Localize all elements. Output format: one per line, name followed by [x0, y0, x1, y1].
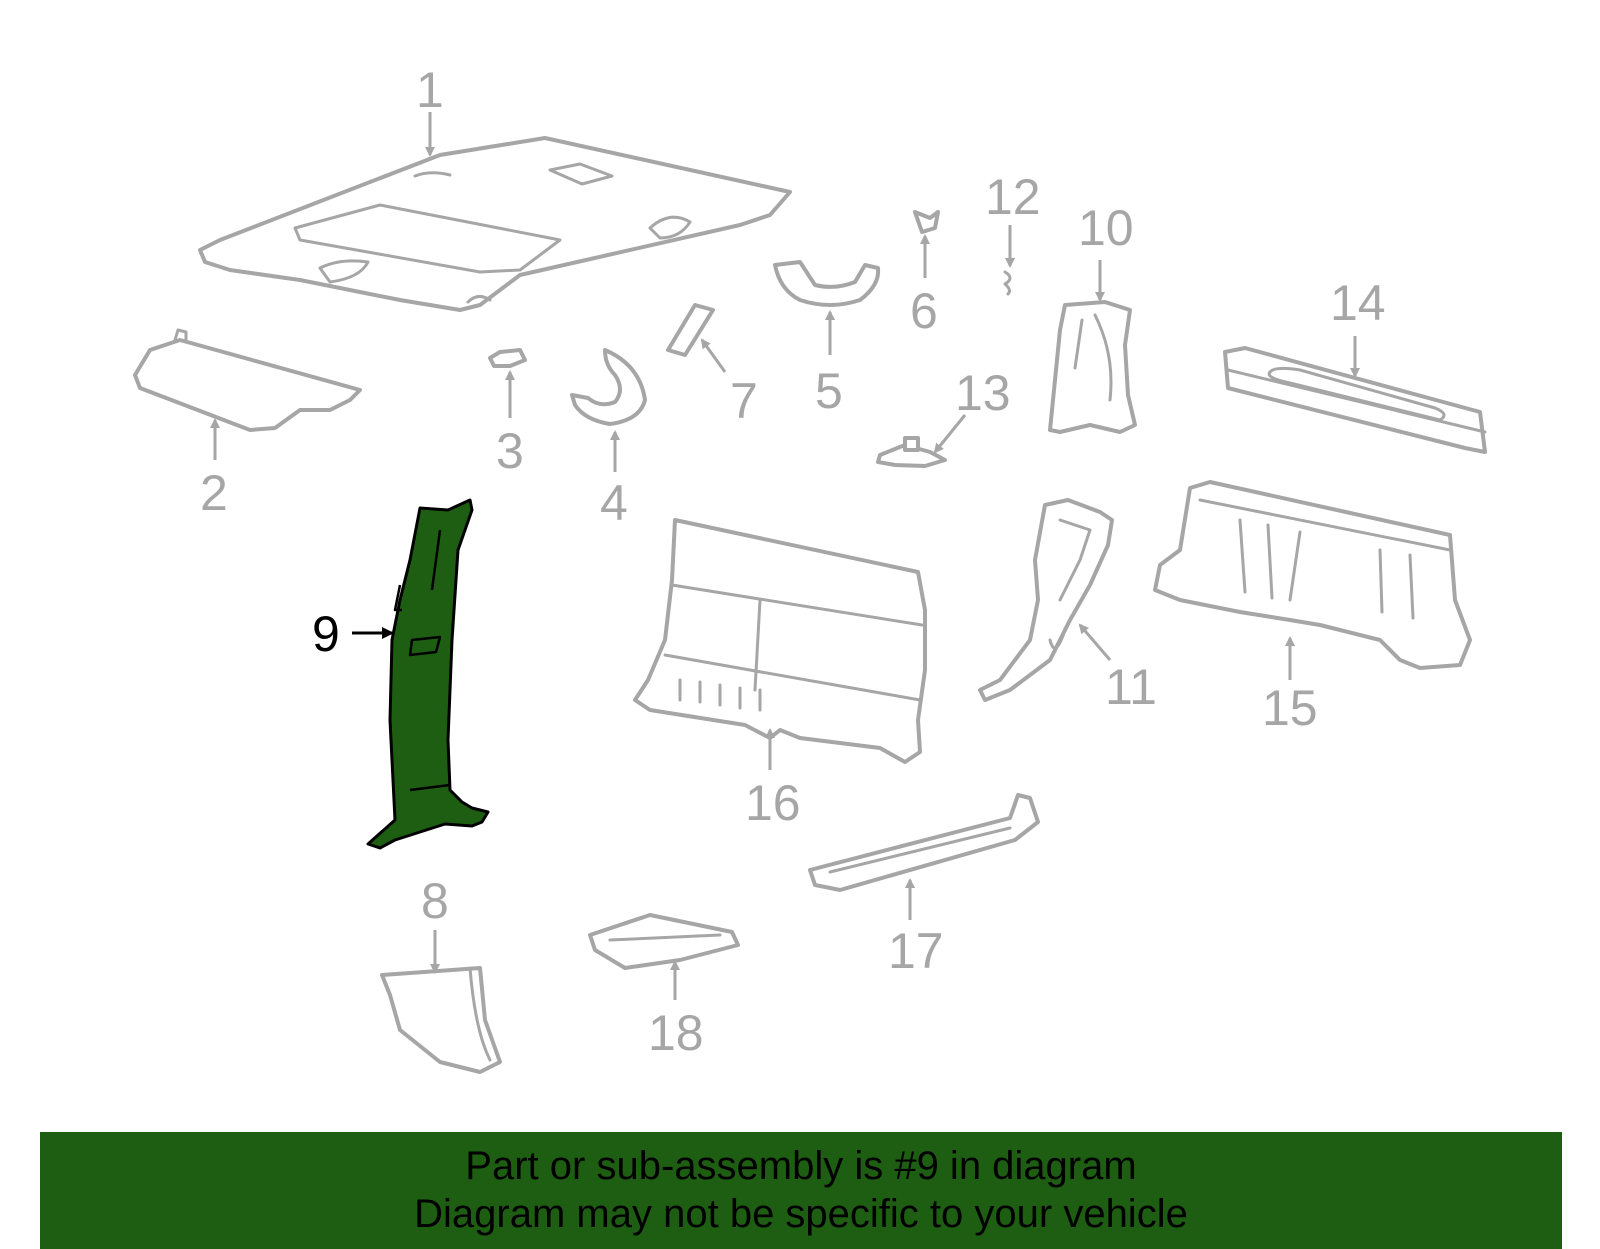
callout-8: 8	[421, 873, 449, 929]
callout-11: 11	[1105, 659, 1157, 715]
part-6-clip[interactable]	[913, 210, 940, 234]
callout-14: 14	[1330, 275, 1386, 331]
callout-9: 9	[312, 606, 340, 662]
callout-1: 1	[416, 62, 444, 118]
info-banner: Part or sub-assembly is #9 in diagram Di…	[40, 1132, 1562, 1249]
part-17-sill-molding[interactable]	[808, 793, 1040, 892]
part-16-back-panel[interactable]	[633, 518, 927, 764]
part-4-bracket[interactable]	[570, 348, 647, 426]
part-9-pillar-trim-highlighted[interactable]	[366, 498, 490, 850]
callout-13: 13	[955, 365, 1011, 421]
part-5-grab-handle[interactable]	[773, 260, 881, 307]
part-2-sun-visor[interactable]	[133, 328, 362, 432]
callout-15: 15	[1262, 680, 1318, 736]
callout-12: 12	[985, 169, 1041, 225]
banner-line-1: Part or sub-assembly is #9 in diagram	[465, 1144, 1137, 1188]
callout-2: 2	[200, 465, 228, 521]
callout-4: 4	[600, 475, 628, 531]
part-8-kick-panel[interactable]	[380, 966, 502, 1074]
callout-6: 6	[910, 283, 938, 339]
part-15-floor-panel[interactable]	[1153, 480, 1472, 670]
part-12-screw[interactable]	[1003, 270, 1012, 296]
callout-7: 7	[730, 373, 758, 429]
banner-line-2: Diagram may not be specific to your vehi…	[414, 1192, 1188, 1236]
part-13-bracket[interactable]	[876, 436, 947, 468]
part-18-scuff-plate[interactable]	[588, 913, 740, 970]
part-14-sill-plate[interactable]	[1223, 346, 1487, 454]
part-3-visor-clip[interactable]	[488, 348, 527, 368]
part-10-upper-trim[interactable]	[1048, 300, 1137, 434]
part-11-quarter-trim[interactable]	[978, 498, 1114, 702]
callout-5: 5	[815, 363, 843, 419]
callout-10: 10	[1078, 200, 1134, 256]
part-1-headliner[interactable]	[198, 136, 792, 312]
callout-18: 18	[648, 1005, 704, 1061]
part-7-dome-lamp[interactable]	[666, 303, 715, 357]
callout-17: 17	[888, 923, 944, 979]
callout-3: 3	[496, 423, 524, 479]
callout-16: 16	[745, 775, 801, 831]
